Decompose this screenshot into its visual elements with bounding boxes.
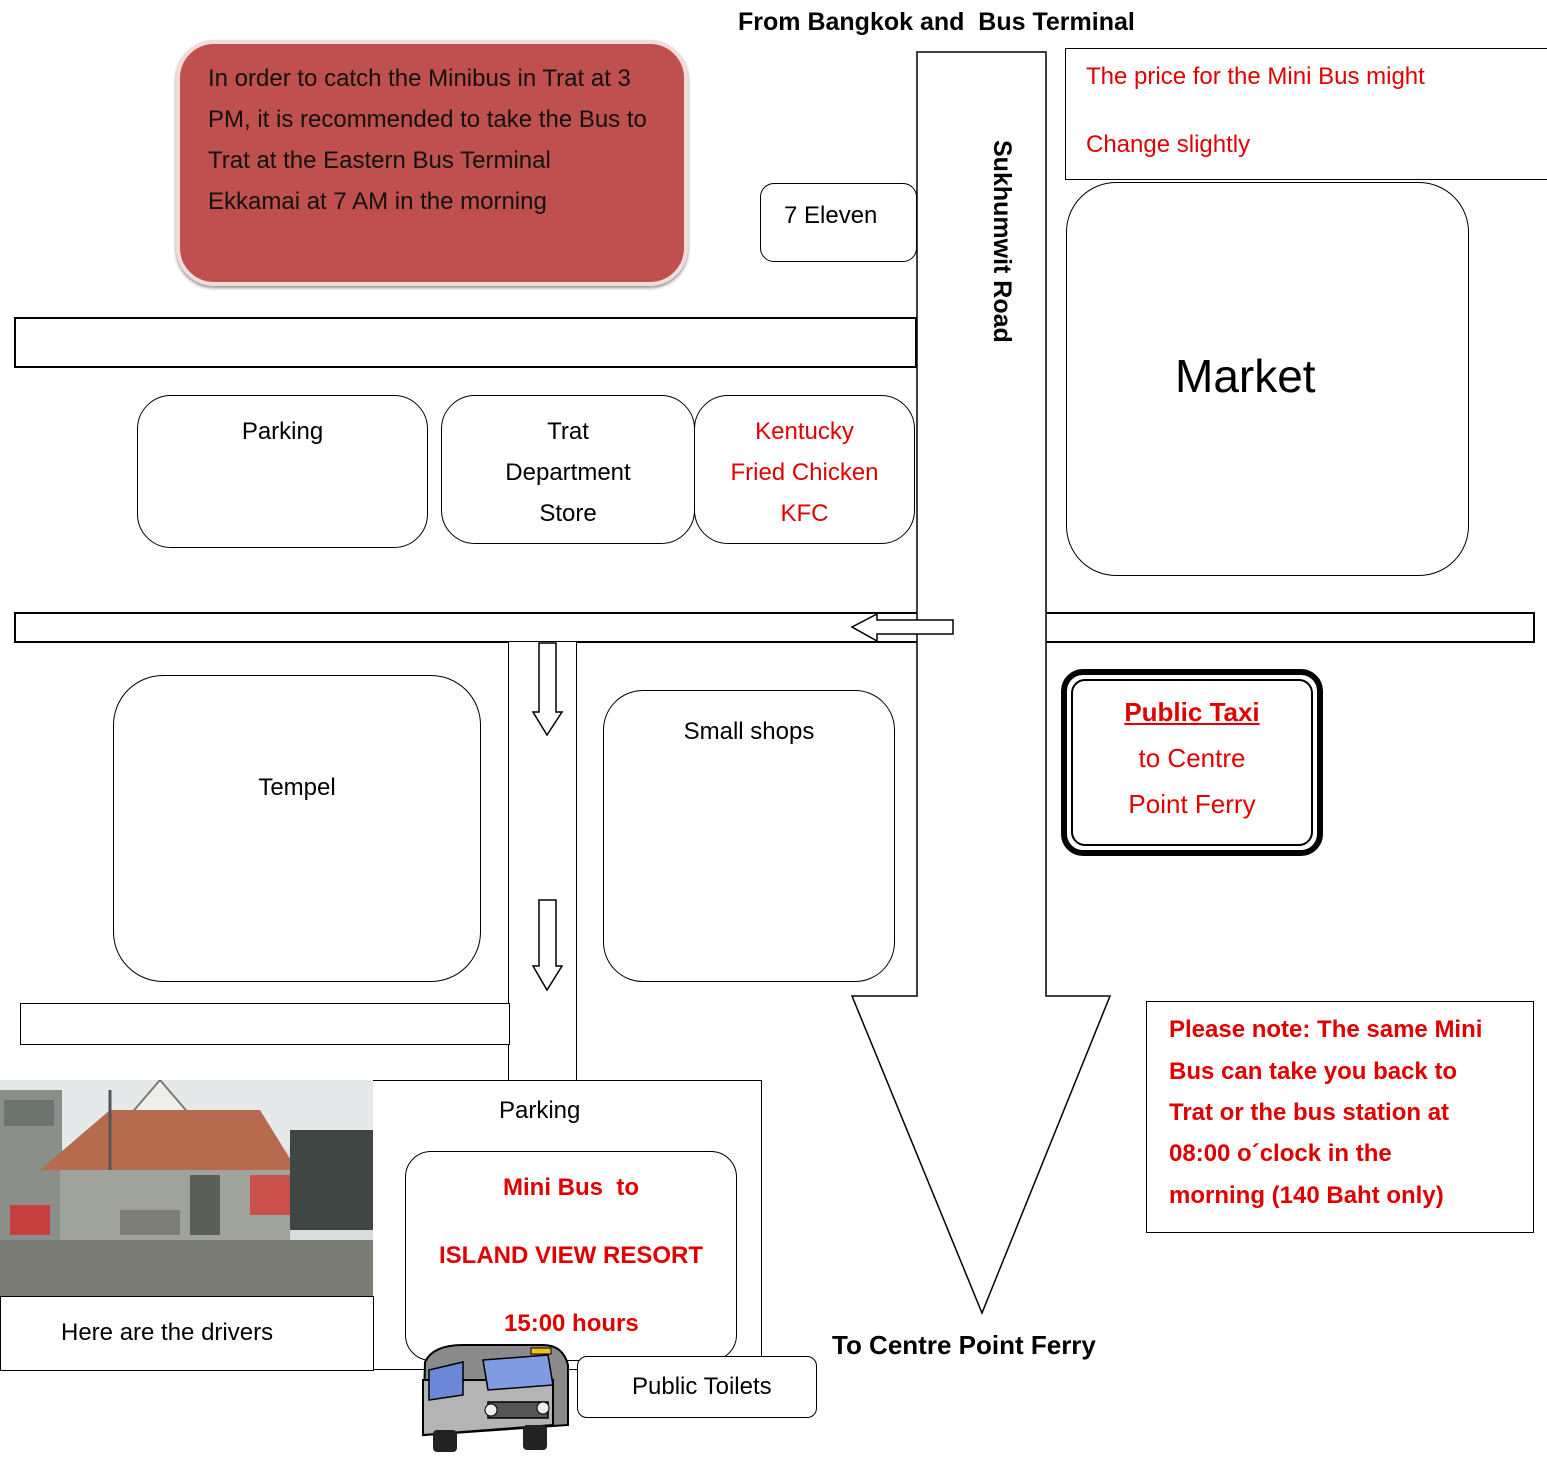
road-upper-horizontal <box>14 317 917 368</box>
please-note-line1: Please note: The same Mini <box>1169 1016 1483 1043</box>
drivers-photo <box>0 1080 373 1298</box>
public-toilets-box: Public Toilets <box>577 1356 817 1418</box>
note-box-text: In order to catch the Minibus in Trat at… <box>208 65 647 215</box>
price-note-line1: The price for the Mini Bus might <box>1086 63 1425 90</box>
market-box: Market <box>1066 182 1469 576</box>
photo-caption-box: Here are the drivers <box>0 1296 374 1371</box>
header-from-bangkok: From Bangkok and Bus Terminal <box>738 8 1135 36</box>
taxi-title: Public Taxi <box>1124 697 1260 727</box>
small-shops-label: Small shops <box>683 718 815 745</box>
parking-top-label: Parking <box>241 418 324 445</box>
kfc-box: Kentucky Fried Chicken KFC <box>694 395 915 544</box>
seven-eleven-box: 7 Eleven <box>760 183 917 262</box>
please-note-line2: Bus can take you back to <box>1169 1058 1458 1085</box>
photo-caption: Here are the drivers <box>61 1319 274 1346</box>
please-note-line3: Trat or the bus station at <box>1169 1099 1450 1126</box>
road-side-street <box>508 641 577 1081</box>
tempel-box: Tempel <box>113 675 481 982</box>
minibus-line1: Mini Bus to <box>503 1174 639 1201</box>
road-label-sukhumwit: Sukhumwit Road <box>988 140 1016 343</box>
please-note-box: Please note: The same Mini Bus can take … <box>1146 1001 1534 1233</box>
bus-icon <box>403 1340 573 1457</box>
kfc-line3: KFC <box>780 500 829 527</box>
dept-store-line2: Department <box>505 459 631 486</box>
price-note-line2: Change slightly <box>1086 131 1251 158</box>
trat-department-store-box: Trat Department Store <box>441 395 695 544</box>
please-note-line4: 08:00 o´clock in the <box>1169 1140 1392 1167</box>
to-centre-point-ferry-label: To Centre Point Ferry <box>832 1330 1096 1360</box>
minibus-time: 15:00 hours <box>504 1310 639 1337</box>
note-box: In order to catch the Minibus in Trat at… <box>176 40 688 286</box>
kfc-line2: Fried Chicken <box>730 459 879 486</box>
tempel-label: Tempel <box>258 774 336 801</box>
taxi-line3: Point Ferry <box>1128 789 1256 819</box>
minibus-box: Mini Bus to ISLAND VIEW RESORT 15:00 hou… <box>405 1151 737 1361</box>
minibus-line2: ISLAND VIEW RESORT <box>438 1242 703 1269</box>
please-note-line5: morning (140 Baht only) <box>1169 1182 1444 1209</box>
public-toilets-label: Public Toilets <box>632 1373 772 1400</box>
price-note-box: The price for the Mini Bus might Change … <box>1065 48 1547 180</box>
seven-eleven-label: 7 Eleven <box>784 202 878 229</box>
dept-store-line1: Trat <box>547 418 589 445</box>
road-lower-horizontal <box>14 612 1535 643</box>
small-shops-box: Small shops <box>603 690 895 982</box>
market-label: Market <box>1175 350 1316 402</box>
dept-store-line3: Store <box>539 500 597 527</box>
road-bottom-left <box>20 1003 510 1045</box>
public-taxi-box: Public Taxi to Centre Point Ferry <box>1061 669 1323 856</box>
parking-bottom-label: Parking <box>499 1097 581 1124</box>
taxi-line2: to Centre <box>1138 743 1246 773</box>
parking-top-box: Parking <box>137 395 428 548</box>
kfc-line1: Kentucky <box>755 418 854 445</box>
